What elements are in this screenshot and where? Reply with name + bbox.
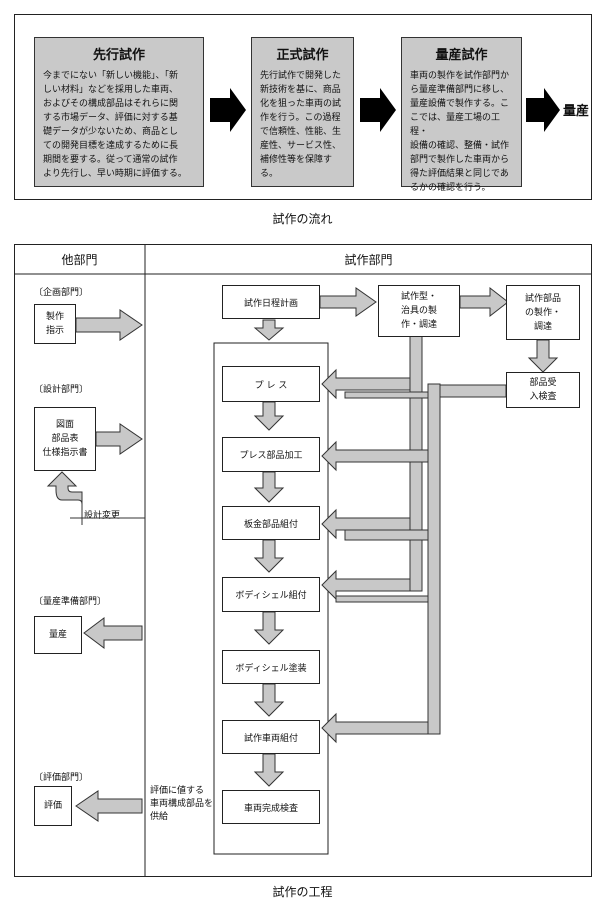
box-tooling: 試作型・ 治具の製 作・調達 <box>378 285 460 337</box>
stage-box-advance: 先行試作 今までにない「新しい機能」、「新 しい材料」などを採用した車両、 およ… <box>34 37 204 187</box>
supply-note: 評価に値する 車両構成部品を 供給 <box>150 786 214 822</box>
step-arrow-1 <box>253 401 285 431</box>
header-prototype-department: 試作部門 <box>344 253 393 267</box>
steps-frame <box>213 342 329 855</box>
process-panel <box>14 244 592 877</box>
box-parts-inspect: 部品受 入検査 <box>506 372 580 408</box>
arrow-design-out <box>95 423 143 455</box>
stage-text: 今までにない「新しい機能」、「新 しい材料」などを採用した車両、 およびその構成… <box>43 71 187 179</box>
stage-text: 車両の製作を試作部門か ら量産準備部門に移し、 量産設備で製作する。こ こでは、… <box>410 71 510 193</box>
tooling-trunk <box>409 335 423 592</box>
step-arrow-4 <box>253 611 285 645</box>
dept-evaluation: 〔評価部門〕 <box>34 773 89 783</box>
inspection-trunk <box>427 383 441 735</box>
black-arrow-1 <box>210 88 246 132</box>
box-mass-production: 量産 <box>34 616 82 654</box>
flow-caption: 試作の流れ <box>272 212 333 226</box>
dept-planning: 〔企画部門〕 <box>34 288 89 298</box>
arrow-parts-to-inspect <box>527 339 559 373</box>
inspect-feed <box>439 384 507 398</box>
arrow-to-evaluation <box>75 790 143 822</box>
stage-box-mass: 量産試作 車両の製作を試作部門か ら量産準備部門に移し、 量産設備で製作する。こ… <box>401 37 522 193</box>
step-arrow-6 <box>253 753 285 787</box>
step-arrow-5 <box>253 683 285 717</box>
stage-text: 先行試作で開発した 新技術を基に、商品 化を狙った車両の試 作を行う。この過程 … <box>260 71 342 179</box>
step-press-processing: プレス部品加工 <box>222 437 320 472</box>
feed-press-tooling <box>344 391 429 399</box>
stage-title: 先行試作 <box>92 48 145 63</box>
step-completion-inspection: 車両完成検査 <box>222 790 320 824</box>
feed-sheetmetal-2 <box>344 529 429 541</box>
header-other-departments: 他部門 <box>61 253 98 267</box>
box-evaluation: 評価 <box>34 786 72 826</box>
dept-design: 〔設計部門〕 <box>34 385 89 395</box>
arrow-schedule-to-tooling <box>319 287 377 317</box>
step-arrow-3 <box>253 539 285 573</box>
black-arrow-3 <box>526 88 560 132</box>
step-sheetmetal-assembly: 板金部品組付 <box>222 506 320 540</box>
stage-title: 量産試作 <box>435 48 488 63</box>
feed-press <box>321 368 411 400</box>
box-production-instruction: 製作 指示 <box>34 304 76 344</box>
feed-bodyshell <box>321 569 411 601</box>
design-change-label: 設計変更 <box>84 511 121 521</box>
box-schedule: 試作日程計画 <box>222 285 320 319</box>
step-press: プ レ ス <box>222 366 320 402</box>
arrow-planning-out <box>75 309 143 341</box>
arrow-tooling-to-parts <box>459 286 509 318</box>
step-arrow-2 <box>253 471 285 503</box>
arrow-to-mass-prep <box>83 617 143 649</box>
step-bodyshell-painting: ボディシェル塗装 <box>222 650 320 684</box>
step-bodyshell-assembly: ボディシェル組付 <box>222 577 320 612</box>
stage-box-formal: 正式試作 先行試作で開発した 新技術を基に、商品 化を狙った車両の試 作を行う。… <box>251 37 354 187</box>
process-caption: 試作の工程 <box>272 885 333 899</box>
feed-bodyshell-2 <box>335 595 429 603</box>
feed-vehicle-assembly <box>321 712 429 744</box>
black-arrow-2 <box>360 88 396 132</box>
arrow-schedule-to-press <box>253 319 285 341</box>
flow-panel <box>14 14 592 200</box>
feed-press-processing <box>321 440 429 472</box>
stage-title: 正式試作 <box>276 48 329 63</box>
design-change-loop <box>46 471 83 525</box>
final-label-mass-production: 量産 <box>563 104 590 119</box>
dept-mass-prep: 〔量産準備部門〕 <box>34 597 107 607</box>
step-vehicle-assembly: 試作車両組付 <box>222 720 320 754</box>
box-parts-make: 試作部品 の製作・ 調達 <box>506 285 580 340</box>
